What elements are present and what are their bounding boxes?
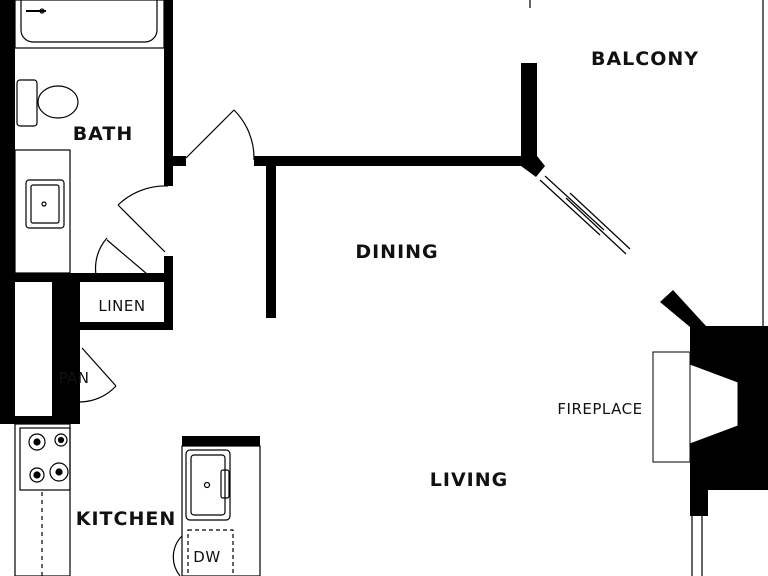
wall-bath-bottom (0, 273, 173, 282)
tub-drain (39, 8, 45, 14)
wall-dining-vertical (266, 156, 276, 318)
bathtub-inner (20, 0, 158, 43)
stove-burner-4 (49, 462, 69, 482)
kitchen-sink-inner (190, 454, 226, 516)
door-pantry-leaf (81, 347, 117, 387)
stove-burner-1-inner (33, 438, 41, 446)
stove-burner-1 (28, 433, 46, 451)
wall-linen-bottom (68, 322, 173, 330)
door-bath-top-leaf (185, 109, 235, 159)
wall-balcony-corner (521, 156, 545, 177)
bath-sink-inner (30, 184, 60, 224)
stove-burner-2 (54, 433, 68, 447)
door-linen-leaf (106, 239, 148, 275)
stove-burner-3-inner (33, 471, 41, 479)
door-bath-lower-swing (117, 185, 169, 206)
kitchen-appliances (19, 427, 231, 521)
bath-sink-outer (25, 179, 65, 229)
door-bath-lower-leaf (117, 204, 166, 253)
door-balcony-slide-b (544, 175, 605, 231)
kitchen-left-counter (14, 423, 71, 576)
label-linen: LINEN (98, 297, 145, 315)
wall-pantry-bottom (0, 416, 80, 424)
bath-fixtures (16, 8, 79, 229)
bath-sink-drain (41, 201, 47, 207)
door-balcony-slide-a (539, 179, 601, 236)
wall-linen-left (68, 282, 80, 330)
label-dining: DINING (355, 241, 438, 263)
label-balcony: BALCONY (591, 48, 699, 70)
door-bath-top-swing (233, 109, 255, 161)
doors (79, 109, 631, 576)
stove-top (19, 427, 71, 491)
wall-linen-right (164, 256, 173, 330)
label-kitchen: KITCHEN (76, 508, 176, 530)
door-pantry-swing (79, 385, 117, 403)
wall-bath-right (164, 0, 173, 186)
wall-dining-top-stub (173, 156, 186, 166)
label-dw: DW (193, 548, 220, 566)
door-balcony-slide-c (565, 197, 627, 255)
vanity-counter (14, 149, 71, 274)
stove-burner-4-inner (55, 468, 63, 476)
kitchen-faucet (220, 469, 230, 499)
wall-pantry-left (0, 282, 15, 424)
label-bath: BATH (73, 123, 134, 145)
door-balcony-slide-d (569, 192, 631, 250)
stove-burner-2-inner (57, 436, 65, 444)
fireplace-hearth (652, 351, 691, 463)
kitchen-sink-counter (181, 445, 261, 576)
wall-balcony-post (521, 63, 537, 166)
toilet-tank (16, 79, 38, 127)
dishwasher-swing (172, 535, 183, 576)
door-linen-swing (94, 237, 108, 276)
toilet-bowl (37, 85, 79, 119)
thin-lines (14, 0, 764, 576)
dishwasher-box (187, 529, 234, 576)
stove-burner-3 (29, 467, 45, 483)
kitchen-counter-bar (182, 436, 260, 446)
wall-dining-top (254, 156, 534, 166)
kitchen-sink-drain (203, 481, 211, 489)
label-pan: PAN (58, 369, 89, 387)
label-fireplace: FIREPLACE (557, 400, 642, 418)
kitchen-sink-outer (185, 449, 231, 521)
label-living: LIVING (430, 469, 508, 491)
wall-left-outer (0, 0, 15, 282)
bathtub-outer (14, 0, 165, 49)
